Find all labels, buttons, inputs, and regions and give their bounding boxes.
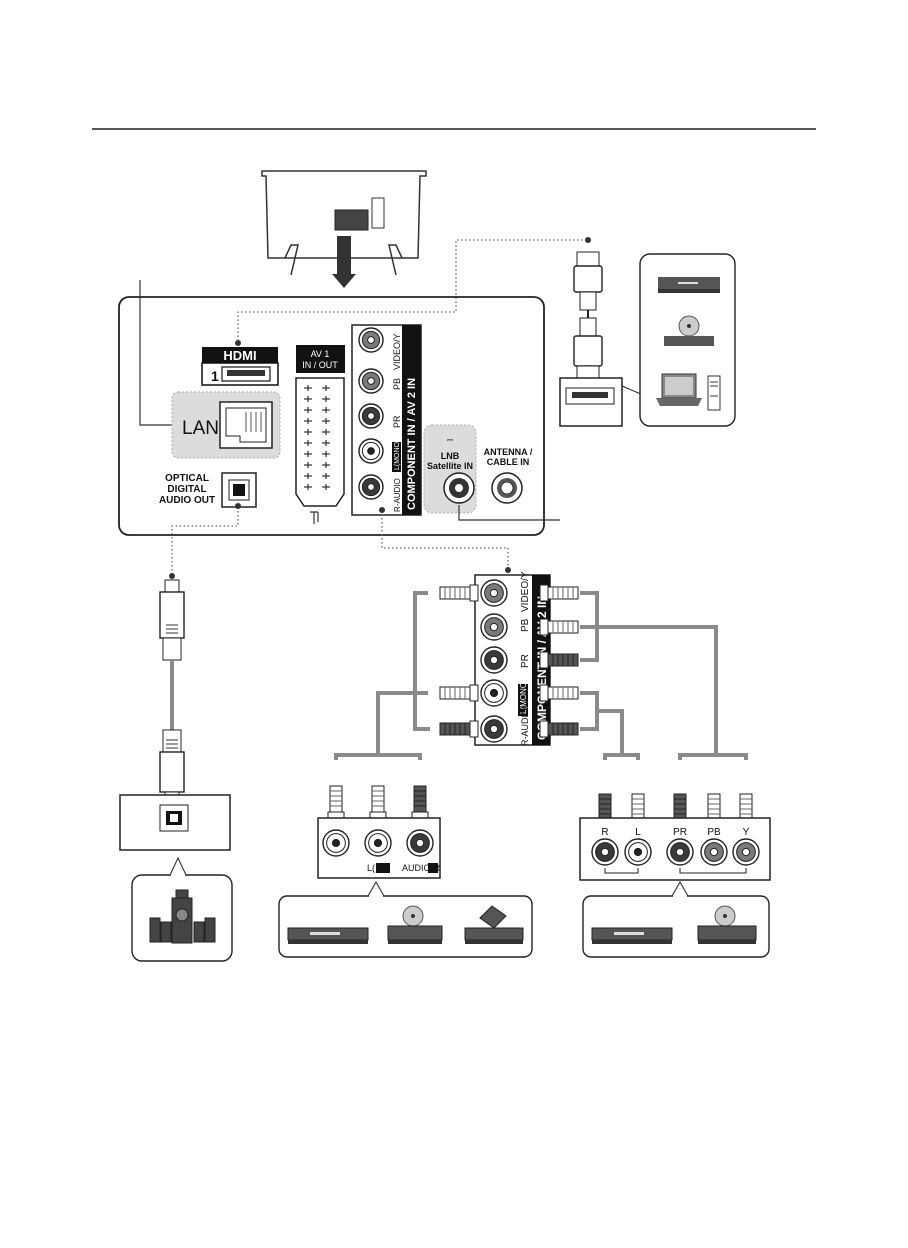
optical-audio-out[interactable]: OPTICAL DIGITAL AUDIO OUT [159,472,257,508]
component-device-jack-l[interactable] [624,838,652,866]
lan-label: LAN [182,418,219,439]
panel-jack-pr[interactable] [358,403,384,429]
audio-system-box [119,794,233,962]
dc-symbol: ⎓ [447,435,454,444]
pr-label: PR [392,415,402,428]
component-device-jack-y[interactable] [732,838,760,866]
component-zoom-panel: COMPONENT IN / AV 2 IN VIDEO/Y PB PR L(M… [474,571,551,746]
audio-label: R-AUDIO [393,478,402,512]
panel-jack-l-mono[interactable] [358,438,384,464]
hdmi-source-device-box [559,253,736,427]
rca-plug-av-device-2 [411,785,429,828]
dvd-player-icon [387,905,443,944]
hdmi-port[interactable]: HDMI 1 [201,347,279,386]
panel-jack-r-audio[interactable] [358,474,384,500]
av-device-jack-audio-l[interactable] [364,829,392,857]
av1-label-1: AV 1 [311,349,330,359]
comp-pr-label: PR [673,827,687,838]
component-device-jack-r[interactable] [591,838,619,866]
ground-icon [310,511,319,524]
zoom-video-y-label: VIDEO/Y [520,571,531,612]
av1-label-2: IN / OUT [302,360,338,370]
av1-scart-port[interactable]: AV 1 IN / OUT [295,345,345,524]
optical-label-1: OPTICAL [165,473,209,484]
zoom-pb-label: PB [520,618,531,632]
lnb-satellite-in-port[interactable] [443,472,475,504]
optical-label-3: AUDIO OUT [159,495,215,506]
rca-plug-comp-audio-r [539,720,579,738]
zoom-jack-pr[interactable] [480,646,508,674]
rca-plug-audio-l [439,684,479,702]
av-source-devices-box [278,880,533,958]
zoom-jack-pb[interactable] [480,613,508,641]
connector-dots [169,237,591,579]
comp-r-label: R [601,827,608,838]
antenna-cable-in-port[interactable] [491,472,523,504]
lan-leader-line [139,280,172,426]
component-device-panel: R L PR PB Y [579,817,771,881]
rca-plug-y [539,584,579,602]
hdmi-number: 1 [211,368,219,384]
lnb-label-2: Satellite IN [427,461,473,471]
panel-jack-pb[interactable] [358,368,384,394]
pb-label: PB [392,378,402,390]
rca-plug-pb [539,618,579,636]
optical-label-2: DIGITAL [167,484,206,495]
tv-rear-illustration [261,170,427,288]
hdmi-logo: HDMI [223,348,256,363]
antenna-label-2: CABLE IN [487,457,530,467]
lan-port[interactable]: LAN [171,391,281,459]
game-console-icon [464,905,524,944]
component-av2-panel: COMPONENT IN / AV 2 IN VIDEO/Y PB PR L(M… [351,324,422,516]
rca-plug-comp-audio-l [539,684,579,702]
vcr-icon [287,927,369,944]
optical-cable [159,579,185,805]
blu-ray-player-icon [664,315,714,346]
rca-plug-av-device-0 [327,785,345,828]
comp-pb-label: PB [707,827,721,838]
zoom-audio-label: R-AUDIO [520,708,530,746]
av-audio-r-label: AUDIO-R [402,863,441,873]
hdmi-cable [573,251,603,381]
av-device-jack-audio-r[interactable] [406,829,434,857]
av-l-label: L( [367,863,375,873]
dvd-player-icon [591,927,673,944]
zoom-jack-l-mono[interactable] [480,679,508,707]
component-title: COMPONENT IN / AV 2 IN [406,378,418,510]
zoom-l-mono-label: L(MONO) [519,679,528,714]
antenna-label-1: ANTENNA / [484,447,533,457]
av-device-jack-video[interactable] [322,829,350,857]
video-y-label: VIDEO/Y [392,333,402,370]
scart-pins [304,385,330,490]
component-device-jack-pb[interactable] [700,838,728,866]
zoom-jack-video-y[interactable] [480,579,508,607]
rca-plug-video [439,584,479,602]
dotted-connectors [171,239,588,576]
rca-plug-pr [539,651,579,669]
zoom-jack-r-audio[interactable] [480,715,508,743]
panel-jack-video-y[interactable] [358,327,384,353]
component-device-jack-pr[interactable] [666,838,694,866]
computer-icon [656,373,721,411]
home-theater-speakers-icon [149,889,216,944]
lnb-label-1: LNB [441,451,460,461]
rca-cables [334,591,748,760]
av-device-panel: L( AUDIO-R [317,817,441,879]
comp-y-label: Y [743,827,750,838]
comp-l-label: L [635,827,641,838]
lnb-antenna-area: ⎓ LNB Satellite IN ANTENNA / CABLE IN [423,424,560,521]
blu-ray-player-icon [697,905,757,944]
component-source-devices-box [582,880,770,958]
rca-plug-audio-r [439,720,479,738]
l-mono-label: L(MONO) [394,440,401,470]
zoom-pr-label: PR [520,654,531,668]
dvd-player-icon [658,277,720,293]
